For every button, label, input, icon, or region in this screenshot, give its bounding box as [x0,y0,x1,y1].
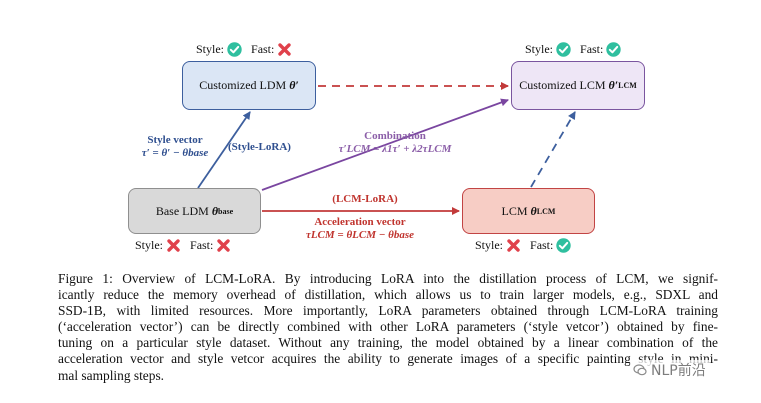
style-lora-annotation: (Style-LoRA) [228,141,291,154]
lcm-lora-diagram [197,82,576,215]
style-label: Style: [135,238,164,252]
customized-ldm-symbol: θ′ [289,78,299,92]
customized-lcm-symbol-sub: LCM [618,81,637,90]
fast-label: Fast: [580,42,604,56]
acceleration-title: Acceleration vector [314,216,406,228]
style-label: Style: [196,42,225,56]
base-ldm-status: Style: Fast: [135,238,231,253]
base-ldm-label: Base LDM [155,203,209,218]
lcm-label: LCM [501,203,528,218]
style-label: Style: [525,42,554,56]
cross-icon [166,238,181,253]
figure-caption: Figure 1: Overview of LCM-LoRA. By intro… [58,271,718,384]
lcm-symbol: θ [530,203,537,218]
style-vector-title: Style vector [147,134,203,146]
caption-line: tuning on a particular style dataset. Wi… [58,335,718,351]
caption-line: (‘acceleration vector’) can be directly … [58,319,718,335]
style-lora-label: (Style-LoRA) [228,141,291,153]
check-icon [556,42,571,57]
style-vector-annotation: Style vector τ′ = θ′ − θbase [130,134,220,160]
watermark: NLP前沿 [630,360,709,380]
customized-lcm-status: Style: Fast: [525,42,622,57]
acceleration-formula: τLCM = θLCM − θbase [305,229,415,241]
combination-formula: τ′LCM = λ1τ′ + λ2τLCM [338,143,452,155]
fast-label: Fast: [530,238,554,252]
fast-label: Fast: [190,238,214,252]
lcm-status: Style: Fast: [475,238,572,253]
caption-line: Figure 1: Overview of LCM-LoRA. By intro… [58,271,718,286]
wechat-icon [633,364,647,376]
base-ldm-symbol-sub: base [218,206,234,216]
combination-annotation: Combination τ′LCM = λ1τ′ + λ2τLCM [330,130,460,156]
lcm-symbol-sub: LCM [536,206,556,216]
caption-line: SSD-1B, with limited resources. More imp… [58,303,718,319]
cross-icon [506,238,521,253]
customized-ldm-box: Customized LDM θ′ [182,61,316,110]
lcm-lora-label: (LCM-LoRA) [332,193,398,205]
acceleration-annotation: Acceleration vector τLCM = θLCM − θbase [300,216,420,242]
combination-arrow [261,98,509,191]
lcm-lora-annotation: (LCM-LoRA) [320,193,410,206]
fast-label: Fast: [251,42,275,56]
style-vector-formula: τ′ = θ′ − θbase [141,147,209,159]
customized-ldm-status: Style: Fast: [196,42,292,57]
customized-lcm-box: Customized LCM θ′LCM [511,61,645,110]
watermark-text: NLP前沿 [651,363,706,379]
style-label: Style: [475,238,504,252]
customized-lcm-symbol: θ′ [608,78,619,92]
cross-icon [216,238,231,253]
combination-title: Combination [364,130,426,142]
check-icon [556,238,572,253]
check-icon [227,42,242,57]
cross-icon [277,42,292,57]
caption-line: acceleration vector and style vetcor acq… [58,351,718,367]
caption-line: mal sampling steps. [58,367,165,383]
style-lora-arrow [197,111,251,189]
customized-ldm-label: Customized LDM [199,78,287,92]
customized-lcm-label: Customized LCM [519,78,606,92]
base-ldm-symbol: θ [211,203,219,218]
dashed-arrow-lcm-up [530,111,576,188]
check-icon [606,42,622,57]
caption-line: icantly reduce the memory overhead of di… [58,287,718,303]
